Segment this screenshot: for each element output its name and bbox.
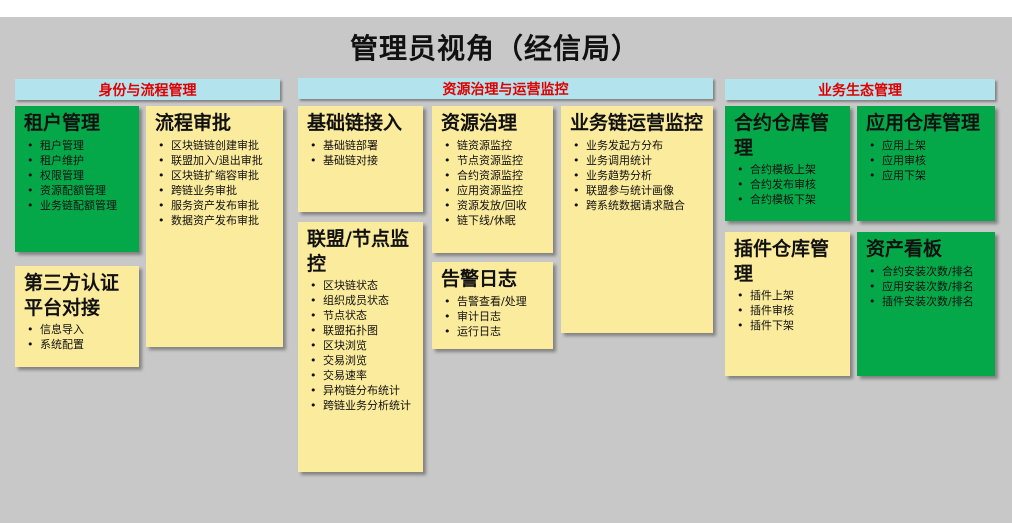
list-item: 应用安装次数/排名 <box>866 279 987 294</box>
list-item: 合约安装次数/排名 <box>866 264 987 279</box>
card-item-list: 插件上架插件审核插件下架 <box>734 288 842 333</box>
list-item: 应用下架 <box>866 168 987 183</box>
card-item-list: 区块链状态组织成员状态节点状态联盟拓扑图区块浏览交易浏览交易速率异构链分布统计跨… <box>307 278 415 413</box>
diagram-title: 管理员视角（经信局） <box>349 32 640 65</box>
list-item: 插件审核 <box>734 303 842 318</box>
list-item: 应用资源监控 <box>441 183 545 198</box>
card-title: 租户管理 <box>24 112 101 134</box>
list-item: 联盟参与统计画像 <box>570 183 705 198</box>
list-item: 区块浏览 <box>307 338 415 353</box>
list-item: 联盟拓扑图 <box>307 323 415 338</box>
card-item-list: 信息导入系统配置 <box>24 322 131 352</box>
list-item: 合约发布审核 <box>734 177 842 192</box>
list-item: 资源配额管理 <box>24 183 131 198</box>
list-item: 系统配置 <box>24 337 131 352</box>
card-item-list: 租户管理租户维护权限管理资源配额管理业务链配额管理 <box>24 138 131 213</box>
list-item: 合约资源监控 <box>441 168 545 183</box>
list-item: 业务链配额管理 <box>24 198 131 213</box>
list-item: 插件上架 <box>734 288 842 303</box>
card-title: 基础链接入 <box>307 112 403 134</box>
list-item: 运行日志 <box>441 324 545 339</box>
list-item: 节点状态 <box>307 308 415 323</box>
list-item: 数据资产发布审批 <box>155 213 275 228</box>
card-workflow: 流程审批区块链链创建审批联盟加入/退出审批区块链扩缩容审批跨链业务审批服务资产发… <box>146 106 283 347</box>
list-item: 插件下架 <box>734 318 842 333</box>
card-tenant: 租户管理租户管理租户维护权限管理资源配额管理业务链配额管理 <box>15 106 139 252</box>
list-item: 区块链链创建审批 <box>155 138 275 153</box>
list-item: 权限管理 <box>24 168 131 183</box>
list-item: 链下线/休眠 <box>441 213 545 228</box>
card-item-list: 告警查看/处理审计日志运行日志 <box>441 294 545 339</box>
band-ecosystem: 业务生态管理 <box>725 79 995 100</box>
card-operations: 业务链运营监控业务发起方分布业务调用统计业务趋势分析联盟参与统计画像跨系统数据请… <box>561 106 713 333</box>
list-item: 审计日志 <box>441 309 545 324</box>
card-contract-repo: 合约仓库管理合约模板上架合约发布审核合约模板下架 <box>725 106 850 221</box>
list-item: 联盟加入/退出审批 <box>155 153 275 168</box>
list-item: 异构链分布统计 <box>307 383 415 398</box>
card-title: 第三方认证平台对接 <box>24 272 120 319</box>
card-app-repo: 应用仓库管理应用上架应用审核应用下架 <box>857 106 995 221</box>
card-title: 资源治理 <box>441 112 518 134</box>
card-item-list: 链资源监控节点资源监控合约资源监控应用资源监控资源发放/回收链下线/休眠 <box>441 138 545 228</box>
card-item-list: 业务发起方分布业务调用统计业务趋势分析联盟参与统计画像跨系统数据请求融合 <box>570 138 705 213</box>
card-title: 告警日志 <box>441 268 518 290</box>
card-item-list: 合约安装次数/排名应用安装次数/排名插件安装次数/排名 <box>866 264 987 309</box>
card-item-list: 区块链链创建审批联盟加入/退出审批区块链扩缩容审批跨链业务审批服务资产发布审批数… <box>155 138 275 228</box>
list-item: 租户管理 <box>24 138 131 153</box>
card-item-list: 合约模板上架合约发布审核合约模板下架 <box>734 162 842 207</box>
card-asset-board: 资产看板合约安装次数/排名应用安装次数/排名插件安装次数/排名 <box>857 232 995 376</box>
card-alerts: 告警日志告警查看/处理审计日志运行日志 <box>432 262 553 349</box>
card-alliance: 联盟/节点监控区块链状态组织成员状态节点状态联盟拓扑图区块浏览交易浏览交易速率异… <box>298 222 423 472</box>
list-item: 区块链状态 <box>307 278 415 293</box>
card-title: 应用仓库管理 <box>866 112 981 134</box>
list-item: 资源发放/回收 <box>441 198 545 213</box>
list-item: 基础链对接 <box>307 153 415 168</box>
list-item: 信息导入 <box>24 322 131 337</box>
list-item: 交易速率 <box>307 368 415 383</box>
list-item: 告警查看/处理 <box>441 294 545 309</box>
list-item: 租户维护 <box>24 153 131 168</box>
list-item: 组织成员状态 <box>307 293 415 308</box>
list-item: 基础链部署 <box>307 138 415 153</box>
list-item: 应用上架 <box>866 138 987 153</box>
card-item-list: 应用上架应用审核应用下架 <box>866 138 987 183</box>
list-item: 跨系统数据请求融合 <box>570 198 705 213</box>
list-item: 合约模板下架 <box>734 192 842 207</box>
card-plugin-repo: 插件仓库管理插件上架插件审核插件下架 <box>725 232 850 376</box>
list-item: 跨链业务审批 <box>155 183 275 198</box>
list-item: 应用审核 <box>866 153 987 168</box>
list-item: 链资源监控 <box>441 138 545 153</box>
card-title: 资产看板 <box>866 238 943 260</box>
list-item: 业务趋势分析 <box>570 168 705 183</box>
card-base-chain: 基础链接入基础链部署基础链对接 <box>298 106 423 212</box>
card-third-party: 第三方认证平台对接信息导入系统配置 <box>15 266 139 367</box>
band-identity: 身份与流程管理 <box>15 79 280 100</box>
list-item: 业务调用统计 <box>570 153 705 168</box>
card-title: 业务链运营监控 <box>570 112 704 134</box>
list-item: 交易浏览 <box>307 353 415 368</box>
list-item: 跨链业务分析统计 <box>307 398 415 413</box>
card-title: 流程审批 <box>155 112 232 134</box>
list-item: 业务发起方分布 <box>570 138 705 153</box>
card-title: 联盟/节点监控 <box>307 228 409 275</box>
list-item: 服务资产发布审批 <box>155 198 275 213</box>
card-governance: 资源治理链资源监控节点资源监控合约资源监控应用资源监控资源发放/回收链下线/休眠 <box>432 106 553 253</box>
card-item-list: 基础链部署基础链对接 <box>307 138 415 168</box>
list-item: 合约模板上架 <box>734 162 842 177</box>
list-item: 插件安装次数/排名 <box>866 294 987 309</box>
list-item: 节点资源监控 <box>441 153 545 168</box>
band-resource: 资源治理与运营监控 <box>298 78 713 99</box>
card-title: 插件仓库管理 <box>734 238 830 285</box>
list-item: 区块链扩缩容审批 <box>155 168 275 183</box>
card-title: 合约仓库管理 <box>734 112 830 159</box>
